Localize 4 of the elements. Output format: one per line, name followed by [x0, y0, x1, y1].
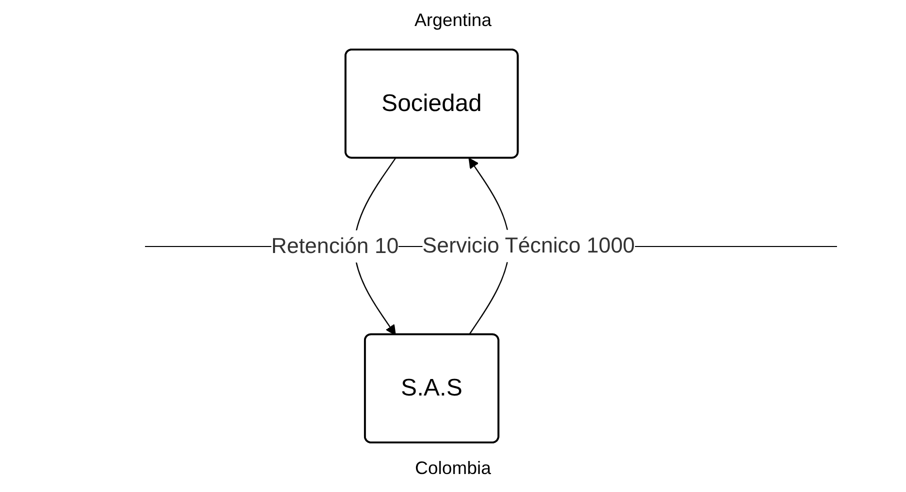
edge-label: Servicio Técnico 1000 — [422, 233, 635, 258]
region-label: Argentina — [413, 10, 493, 31]
region-label: Colombia — [414, 458, 492, 479]
edge-label: Retención 10 — [271, 234, 399, 258]
